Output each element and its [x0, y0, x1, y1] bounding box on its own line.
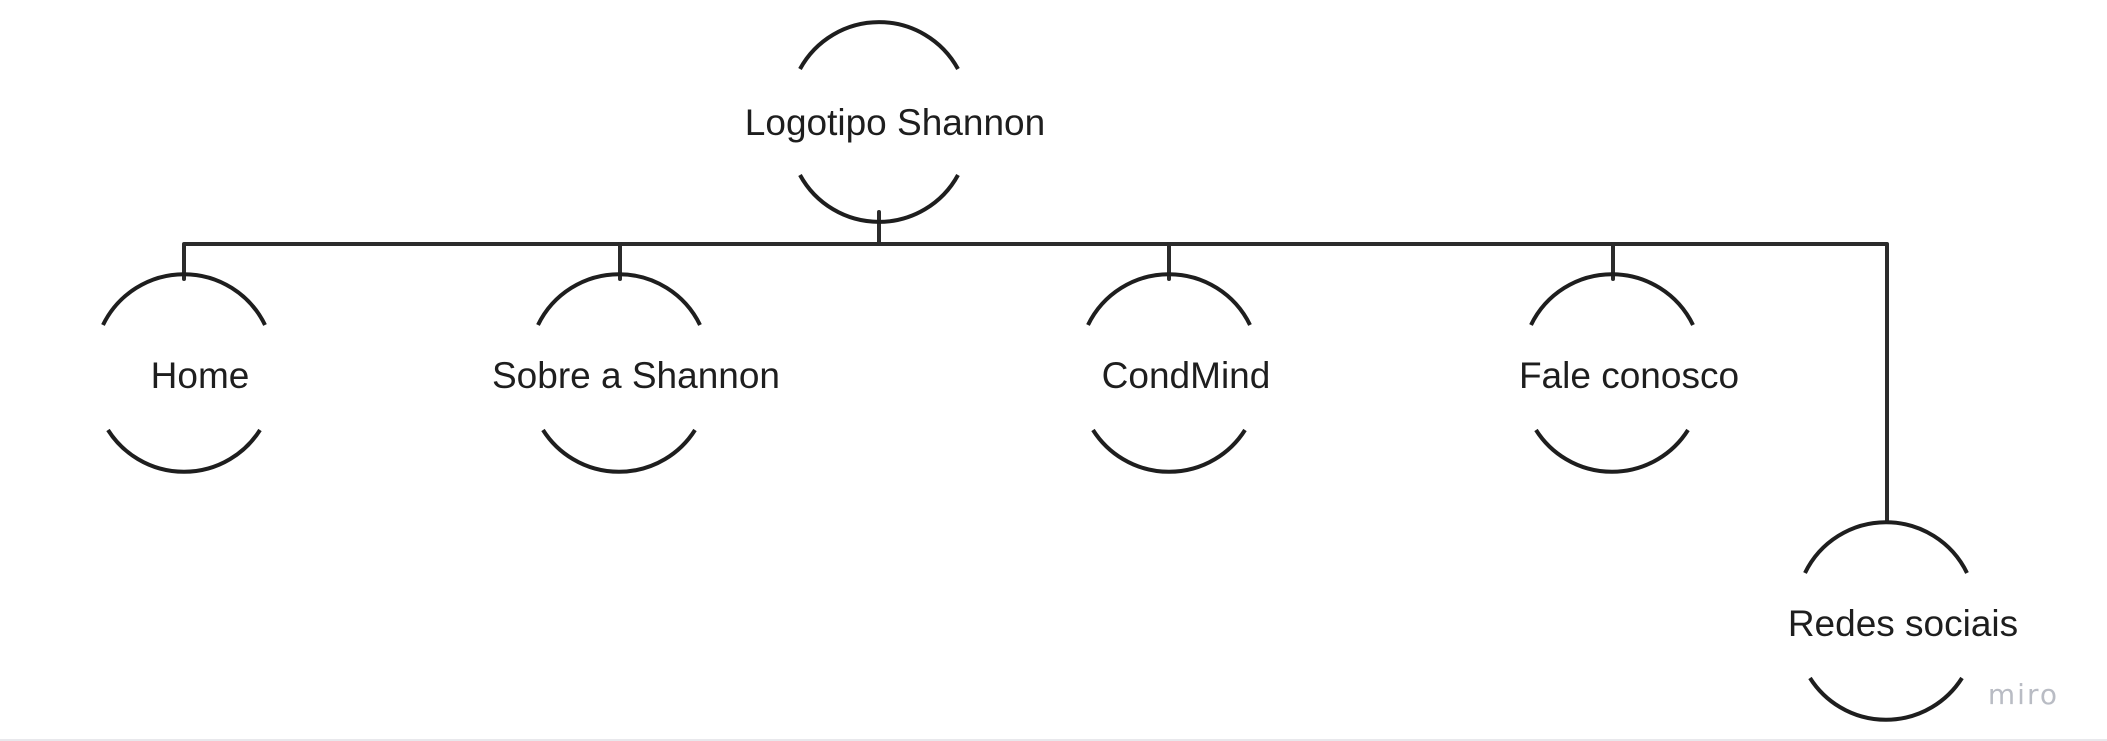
node-home-bottom-arc [106, 428, 262, 474]
node-redes-label: Redes sociais [1788, 603, 2018, 644]
node-redes-bottom-arc [1808, 676, 1964, 722]
node-sobre[interactable]: Sobre a Shannon [492, 272, 780, 474]
node-home-top-arc [101, 272, 267, 326]
connector-condmind [877, 242, 1889, 524]
node-fale-top-arc [1529, 272, 1695, 326]
node-condmind-bottom-arc [1091, 428, 1247, 474]
connector-home [182, 242, 881, 281]
node-home-label: Home [151, 355, 250, 396]
node-fale-bottom-arc [1534, 428, 1690, 474]
miro-watermark: miro [1987, 678, 2059, 711]
node-home[interactable]: Home [101, 272, 267, 474]
node-redes-top-arc [1803, 520, 1969, 574]
node-condmind-label: CondMind [1102, 355, 1271, 396]
node-condmind-top-arc [1086, 272, 1252, 326]
connector-lines [182, 210, 1889, 524]
node-fale[interactable]: Fale conosco [1519, 272, 1739, 474]
node-root[interactable]: Logotipo Shannon [745, 20, 1045, 224]
node-sobre-bottom-arc [541, 428, 697, 474]
node-root-top-arc [798, 20, 960, 70]
node-sobre-label: Sobre a Shannon [492, 355, 780, 396]
node-root-label: Logotipo Shannon [745, 102, 1045, 143]
node-sobre-top-arc [536, 272, 702, 326]
node-root-bottom-arc [798, 174, 960, 224]
node-condmind[interactable]: CondMind [1086, 272, 1271, 474]
node-fale-label: Fale conosco [1519, 355, 1739, 396]
node-redes[interactable]: Redes sociais [1788, 520, 2018, 722]
